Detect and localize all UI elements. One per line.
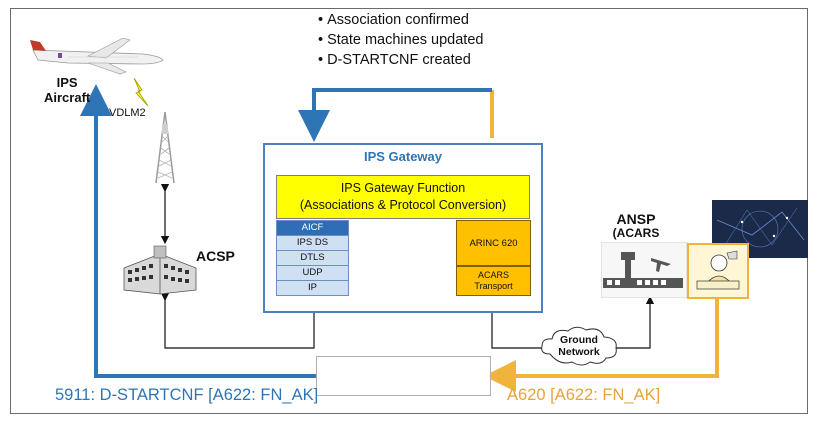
- ground-network-line2: Network: [558, 346, 600, 358]
- vdlm2-label: VDLM2: [109, 107, 146, 119]
- control-tower-icon: [601, 242, 687, 298]
- lightning-icon: [133, 78, 149, 107]
- stack-cell-ip: IP: [276, 280, 349, 296]
- gateway-function-line1: IPS Gateway Function: [340, 181, 466, 195]
- bullet-item: Association confirmed: [318, 10, 483, 30]
- acars-transport-line1: ACARS: [477, 270, 509, 280]
- gateway-function-box: IPS Gateway Function (Associations & Pro…: [276, 175, 530, 219]
- radar-screen-icon: [712, 200, 808, 258]
- left-message-label: 5911: D-STARTCNF [A622: FN_AK]: [55, 386, 319, 404]
- ground-network-label: Ground Network: [543, 334, 615, 358]
- arinc-620-cell: ARINC 620: [456, 220, 531, 266]
- acars-transport-cell: ACARS Transport: [456, 266, 531, 296]
- stack-cell-udp: UDP: [276, 265, 349, 281]
- message-placeholder-box: [316, 356, 491, 396]
- ips-gateway-title: IPS Gateway: [363, 149, 443, 164]
- right-message-label: A620 [A622: FN_AK]: [507, 386, 661, 404]
- stack-cell-dtls: DTLS: [276, 250, 349, 266]
- ansp-label-line1: ANSP: [616, 211, 656, 227]
- bullet-item: State machines updated: [318, 30, 483, 50]
- ground-network-line1: Ground: [560, 334, 598, 346]
- airplane-icon: [30, 38, 164, 75]
- controller-icon: [687, 243, 749, 299]
- acars-transport-line2: Transport: [474, 281, 513, 291]
- aircraft-label-line1: IPS: [56, 75, 78, 90]
- aircraft-label-line2: Aircraft: [44, 90, 91, 105]
- acsp-label: ACSP: [196, 248, 235, 264]
- blue-flow-to-aircraft: [80, 84, 316, 378]
- radio-tower-icon: [155, 111, 175, 184]
- gateway-function-line2: (Associations & Protocol Conversion): [299, 198, 507, 212]
- status-bullets: Association confirmed State machines upd…: [318, 10, 483, 70]
- orange-flow-from-ansp: [484, 298, 719, 392]
- stack-cell-aicf: AICF: [276, 220, 349, 236]
- acsp-to-gateway-line: [160, 292, 319, 349]
- bullet-item: D-STARTCNF created: [318, 50, 483, 70]
- cloud-icon: [541, 326, 617, 366]
- top-loop-blue: [298, 88, 492, 142]
- stack-cell-ips-ds: IPS DS: [276, 235, 349, 251]
- aircraft-label: IPS Aircraft: [44, 75, 90, 105]
- office-building-icon: [123, 245, 197, 295]
